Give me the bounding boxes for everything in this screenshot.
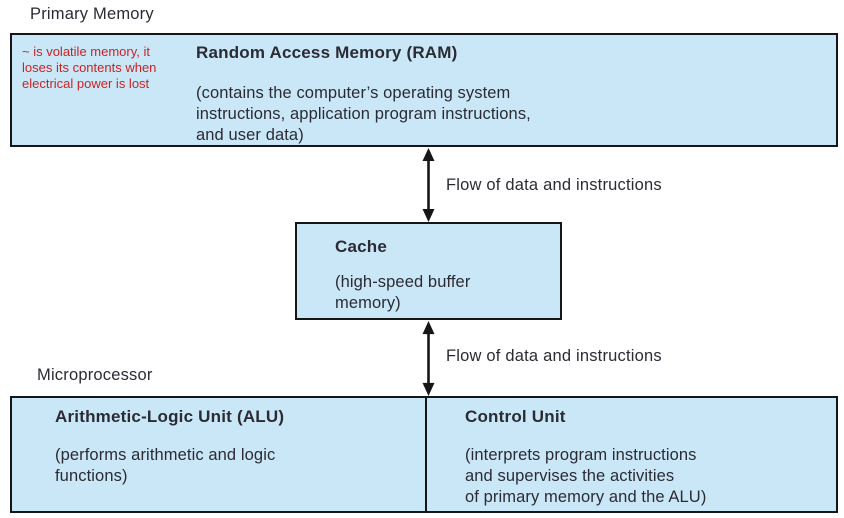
microprocessor-label: Microprocessor <box>37 366 153 384</box>
ram-volatile-annotation: ~ is volatile memory, it loses its conte… <box>22 44 157 91</box>
control-unit-description: (interprets program instructions and sup… <box>465 446 707 506</box>
control-unit-title: Control Unit <box>465 407 566 426</box>
ram-title: Random Access Memory (RAM) <box>196 43 458 62</box>
primary-memory-label: Primary Memory <box>30 5 154 23</box>
cache-title: Cache <box>335 237 388 256</box>
flow-label-top: Flow of data and instructions <box>446 176 662 194</box>
microprocessor-box: Arithmetic-Logic Unit (ALU) (performs ar… <box>10 396 838 513</box>
cache-content: Cache (high-speed buffer memory) <box>335 236 470 314</box>
ram-box: ~ is volatile memory, it loses its conte… <box>10 33 838 147</box>
cache-description: (high-speed buffer memory) <box>335 273 471 312</box>
flow-arrow-bottom-icon <box>418 321 439 396</box>
ram-description: (contains the computer’s operating syste… <box>196 84 531 144</box>
control-unit-content: Control Unit (interprets program instruc… <box>465 406 706 508</box>
control-unit-section: Control Unit (interprets program instruc… <box>427 398 836 511</box>
alu-content: Arithmetic-Logic Unit (ALU) (performs ar… <box>55 406 284 487</box>
alu-section: Arithmetic-Logic Unit (ALU) (performs ar… <box>12 398 427 511</box>
flow-arrow-top-icon <box>418 148 439 222</box>
alu-title: Arithmetic-Logic Unit (ALU) <box>55 407 285 426</box>
cache-box: Cache (high-speed buffer memory) <box>295 222 562 320</box>
alu-description: (performs arithmetic and logic functions… <box>55 446 276 485</box>
ram-content: Random Access Memory (RAM) (contains the… <box>196 42 531 146</box>
flow-label-bottom: Flow of data and instructions <box>446 347 662 365</box>
